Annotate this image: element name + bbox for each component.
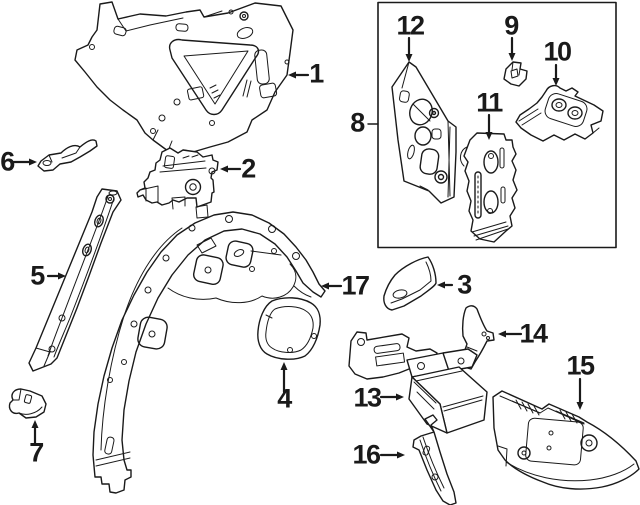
- part-10-drawing: [515, 84, 604, 142]
- part-16-drawing: [412, 414, 457, 505]
- callout-arrow-17: [321, 282, 343, 290]
- part-9-drawing: [503, 61, 528, 87]
- callout-label-7[interactable]: 7: [29, 437, 44, 468]
- callout-arrow-2: [220, 165, 242, 173]
- callout-arrow-12: [405, 36, 413, 62]
- part-11-drawing: [459, 132, 518, 243]
- callout-arrow-4: [280, 362, 288, 394]
- callout-arrow-7: [31, 420, 39, 445]
- callout-label-9[interactable]: 9: [504, 10, 519, 41]
- part-2-drawing: [136, 147, 219, 219]
- part-1-drawing: [74, 1, 294, 161]
- callout-arrow-3: [437, 281, 454, 289]
- callout-arrow-6: [12, 158, 37, 166]
- callout-arrow-9: [508, 36, 516, 61]
- part-7-drawing: [8, 388, 47, 419]
- part-6-drawing: [37, 139, 98, 172]
- callout-label-8[interactable]: 8: [350, 107, 365, 138]
- part-4-drawing: [257, 297, 321, 360]
- callout-label-13[interactable]: 13: [353, 382, 382, 413]
- callout-arrows: [12, 36, 584, 459]
- callout-label-10[interactable]: 10: [543, 36, 572, 67]
- callout-label-6[interactable]: 6: [0, 146, 15, 177]
- callout-label-5[interactable]: 5: [30, 260, 45, 291]
- callout-label-16[interactable]: 16: [352, 439, 381, 470]
- callout-label-11[interactable]: 11: [476, 87, 503, 118]
- part-5-drawing: [28, 188, 122, 372]
- part-15-drawing: [492, 390, 640, 490]
- inset-box: [367, 1, 617, 249]
- callout-arrow-14: [498, 330, 523, 338]
- callout-label-17[interactable]: 17: [341, 270, 370, 301]
- wheelhouse-drawing: [92, 211, 326, 494]
- callout-label-4[interactable]: 4: [277, 383, 292, 414]
- callout-arrow-16: [379, 451, 405, 459]
- callout-label-15[interactable]: 15: [566, 350, 595, 381]
- callout-arrow-11: [485, 113, 493, 140]
- part-3-drawing: [383, 256, 437, 311]
- callout-arrow-13: [379, 393, 404, 401]
- callout-label-14[interactable]: 14: [519, 318, 548, 349]
- callout-label-3[interactable]: 3: [457, 269, 472, 300]
- callout-label-1[interactable]: 1: [309, 58, 324, 89]
- callout-label-2[interactable]: 2: [241, 153, 256, 184]
- part-12-drawing: [391, 61, 457, 204]
- callout-arrow-1: [288, 71, 310, 79]
- part-13-drawing: [348, 331, 488, 434]
- callout-arrow-5: [46, 272, 66, 280]
- callout-arrow-10: [552, 63, 560, 86]
- callout-label-12[interactable]: 12: [396, 10, 425, 41]
- callout-arrow-15: [576, 377, 584, 410]
